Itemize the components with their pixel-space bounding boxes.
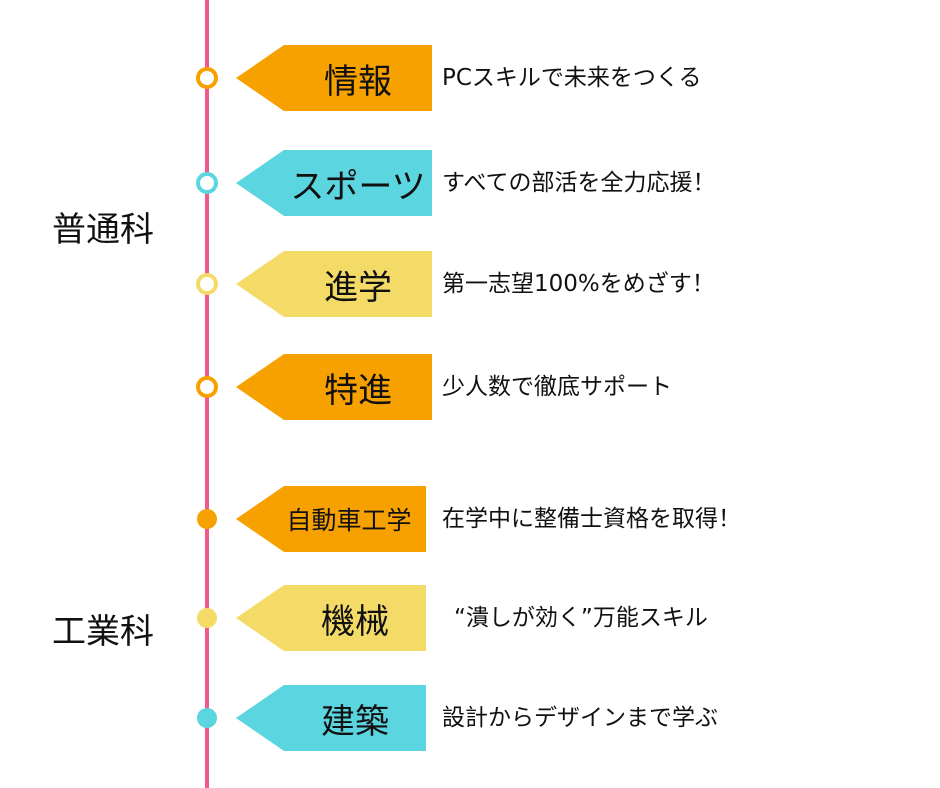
category-tag-label: 自動車工学 — [286, 506, 412, 535]
category-tag-label: スポーツ — [290, 166, 426, 207]
category-tag: スポーツ — [236, 150, 432, 216]
timeline-dot-filled — [197, 608, 217, 628]
category-tag: 特進 — [236, 354, 432, 420]
category-tag-label: 情報 — [324, 61, 392, 102]
arrow-tag-shape — [236, 354, 432, 420]
category-tag-label: 機械 — [321, 601, 389, 642]
group-label-industrial: 工業科 — [52, 612, 154, 652]
group-label-general: 普通科 — [52, 210, 154, 250]
category-description: 第一志望100%をめざす！ — [442, 271, 715, 297]
timeline-dot-ring — [196, 376, 218, 398]
category-tag-label: 進学 — [324, 267, 392, 308]
category-description: すべての部活を全力応援！ — [442, 170, 716, 196]
category-description: PCスキルで未来をつくる — [442, 65, 702, 91]
category-description: “潰しが効く”万能スキル — [454, 605, 708, 631]
arrow-tag-shape — [236, 585, 426, 651]
category-tag: 情報 — [236, 45, 432, 111]
arrow-tag-shape — [236, 685, 426, 751]
category-tag-label: 建築 — [321, 701, 389, 742]
arrow-tag-shape — [236, 45, 432, 111]
category-description: 在学中に整備士資格を取得！ — [442, 506, 741, 532]
arrow-tag-shape — [236, 486, 426, 552]
category-tag: 進学 — [236, 251, 432, 317]
category-tag: 建築 — [236, 685, 426, 751]
category-tag-label: 特進 — [324, 370, 392, 411]
timeline-dot-filled — [197, 708, 217, 728]
category-tag: 機械 — [236, 585, 426, 651]
timeline-dot-ring — [196, 172, 218, 194]
timeline-dot-ring — [196, 67, 218, 89]
timeline-dot-filled — [197, 509, 217, 529]
timeline-dot-ring — [196, 273, 218, 295]
category-description: 設計からデザインまで学ぶ — [442, 705, 718, 731]
arrow-tag-shape — [236, 150, 432, 216]
category-tag: 自動車工学 — [236, 486, 426, 552]
arrow-tag-shape — [236, 251, 432, 317]
category-description: 少人数で徹底サポート — [442, 374, 672, 400]
